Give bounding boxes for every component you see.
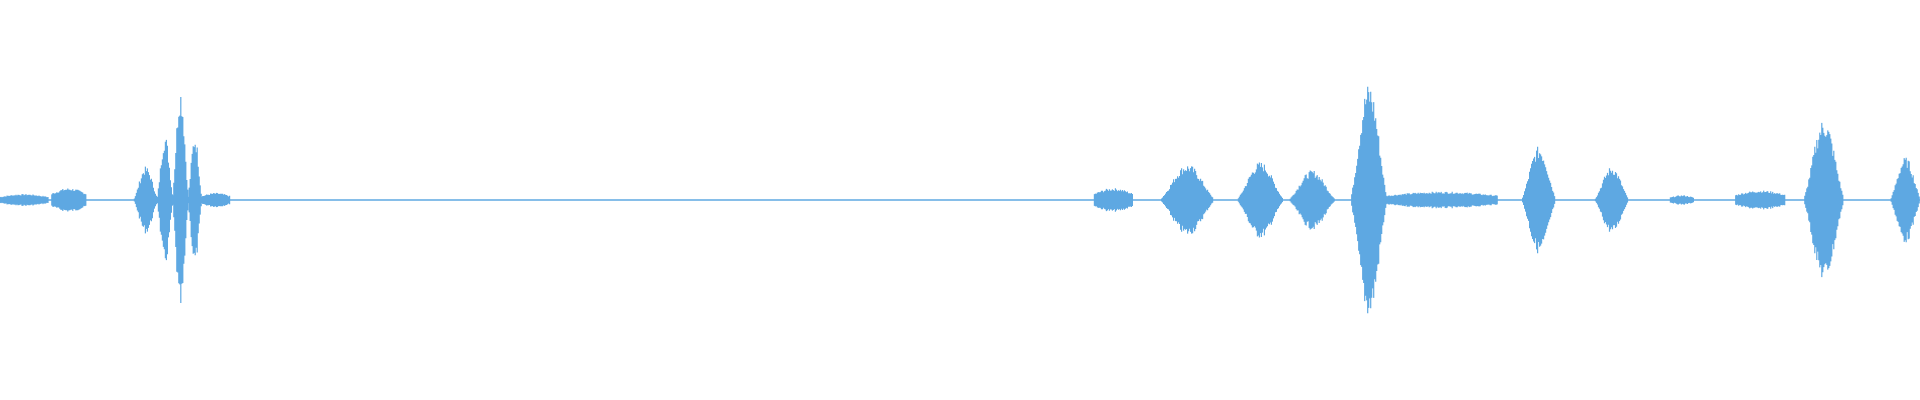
waveform-segment <box>1289 170 1335 230</box>
waveform-segment-path <box>1385 191 1498 209</box>
waveform-segment <box>1735 190 1786 210</box>
waveform-segment <box>51 188 87 212</box>
waveform-segment-path <box>156 139 173 261</box>
waveform-segment-path <box>187 144 202 256</box>
waveform-segment <box>1385 191 1498 209</box>
waveform-segment <box>1237 162 1283 238</box>
waveform-segment <box>187 144 202 256</box>
waveform-segment <box>1522 146 1556 254</box>
waveform-segment-path <box>1890 157 1920 243</box>
waveform-segment-path <box>133 166 158 234</box>
waveform-segment <box>1093 188 1133 212</box>
waveform-segment-path <box>1161 166 1214 234</box>
waveform-segment <box>1890 157 1920 243</box>
waveform-segment-path <box>1289 170 1335 230</box>
waveform-segment-path <box>1093 188 1133 212</box>
waveform-segment-path <box>1594 168 1629 232</box>
waveform-segment-path <box>1237 162 1283 238</box>
waveform-segment-path <box>172 97 189 303</box>
waveform-segment <box>201 192 231 208</box>
waveform-segment <box>1351 86 1387 314</box>
waveform-segment <box>172 97 189 303</box>
waveform-segment-path <box>1522 146 1556 254</box>
waveform-segment <box>133 166 158 234</box>
waveform-segment-path <box>1669 195 1694 205</box>
waveform-segment-path <box>0 194 49 206</box>
waveform-segment-path <box>201 192 231 208</box>
waveform-segment <box>156 139 173 261</box>
waveform-segment <box>1161 166 1214 234</box>
waveform-segment <box>1804 122 1844 278</box>
waveform-segment <box>1669 195 1694 205</box>
waveform-segment-path <box>1804 122 1844 278</box>
waveform-segment-path <box>51 188 87 212</box>
waveform-segment <box>1594 168 1629 232</box>
waveform-segment <box>0 194 49 206</box>
waveform-segment-path <box>1351 86 1387 314</box>
waveform-segment-path <box>1735 190 1786 210</box>
